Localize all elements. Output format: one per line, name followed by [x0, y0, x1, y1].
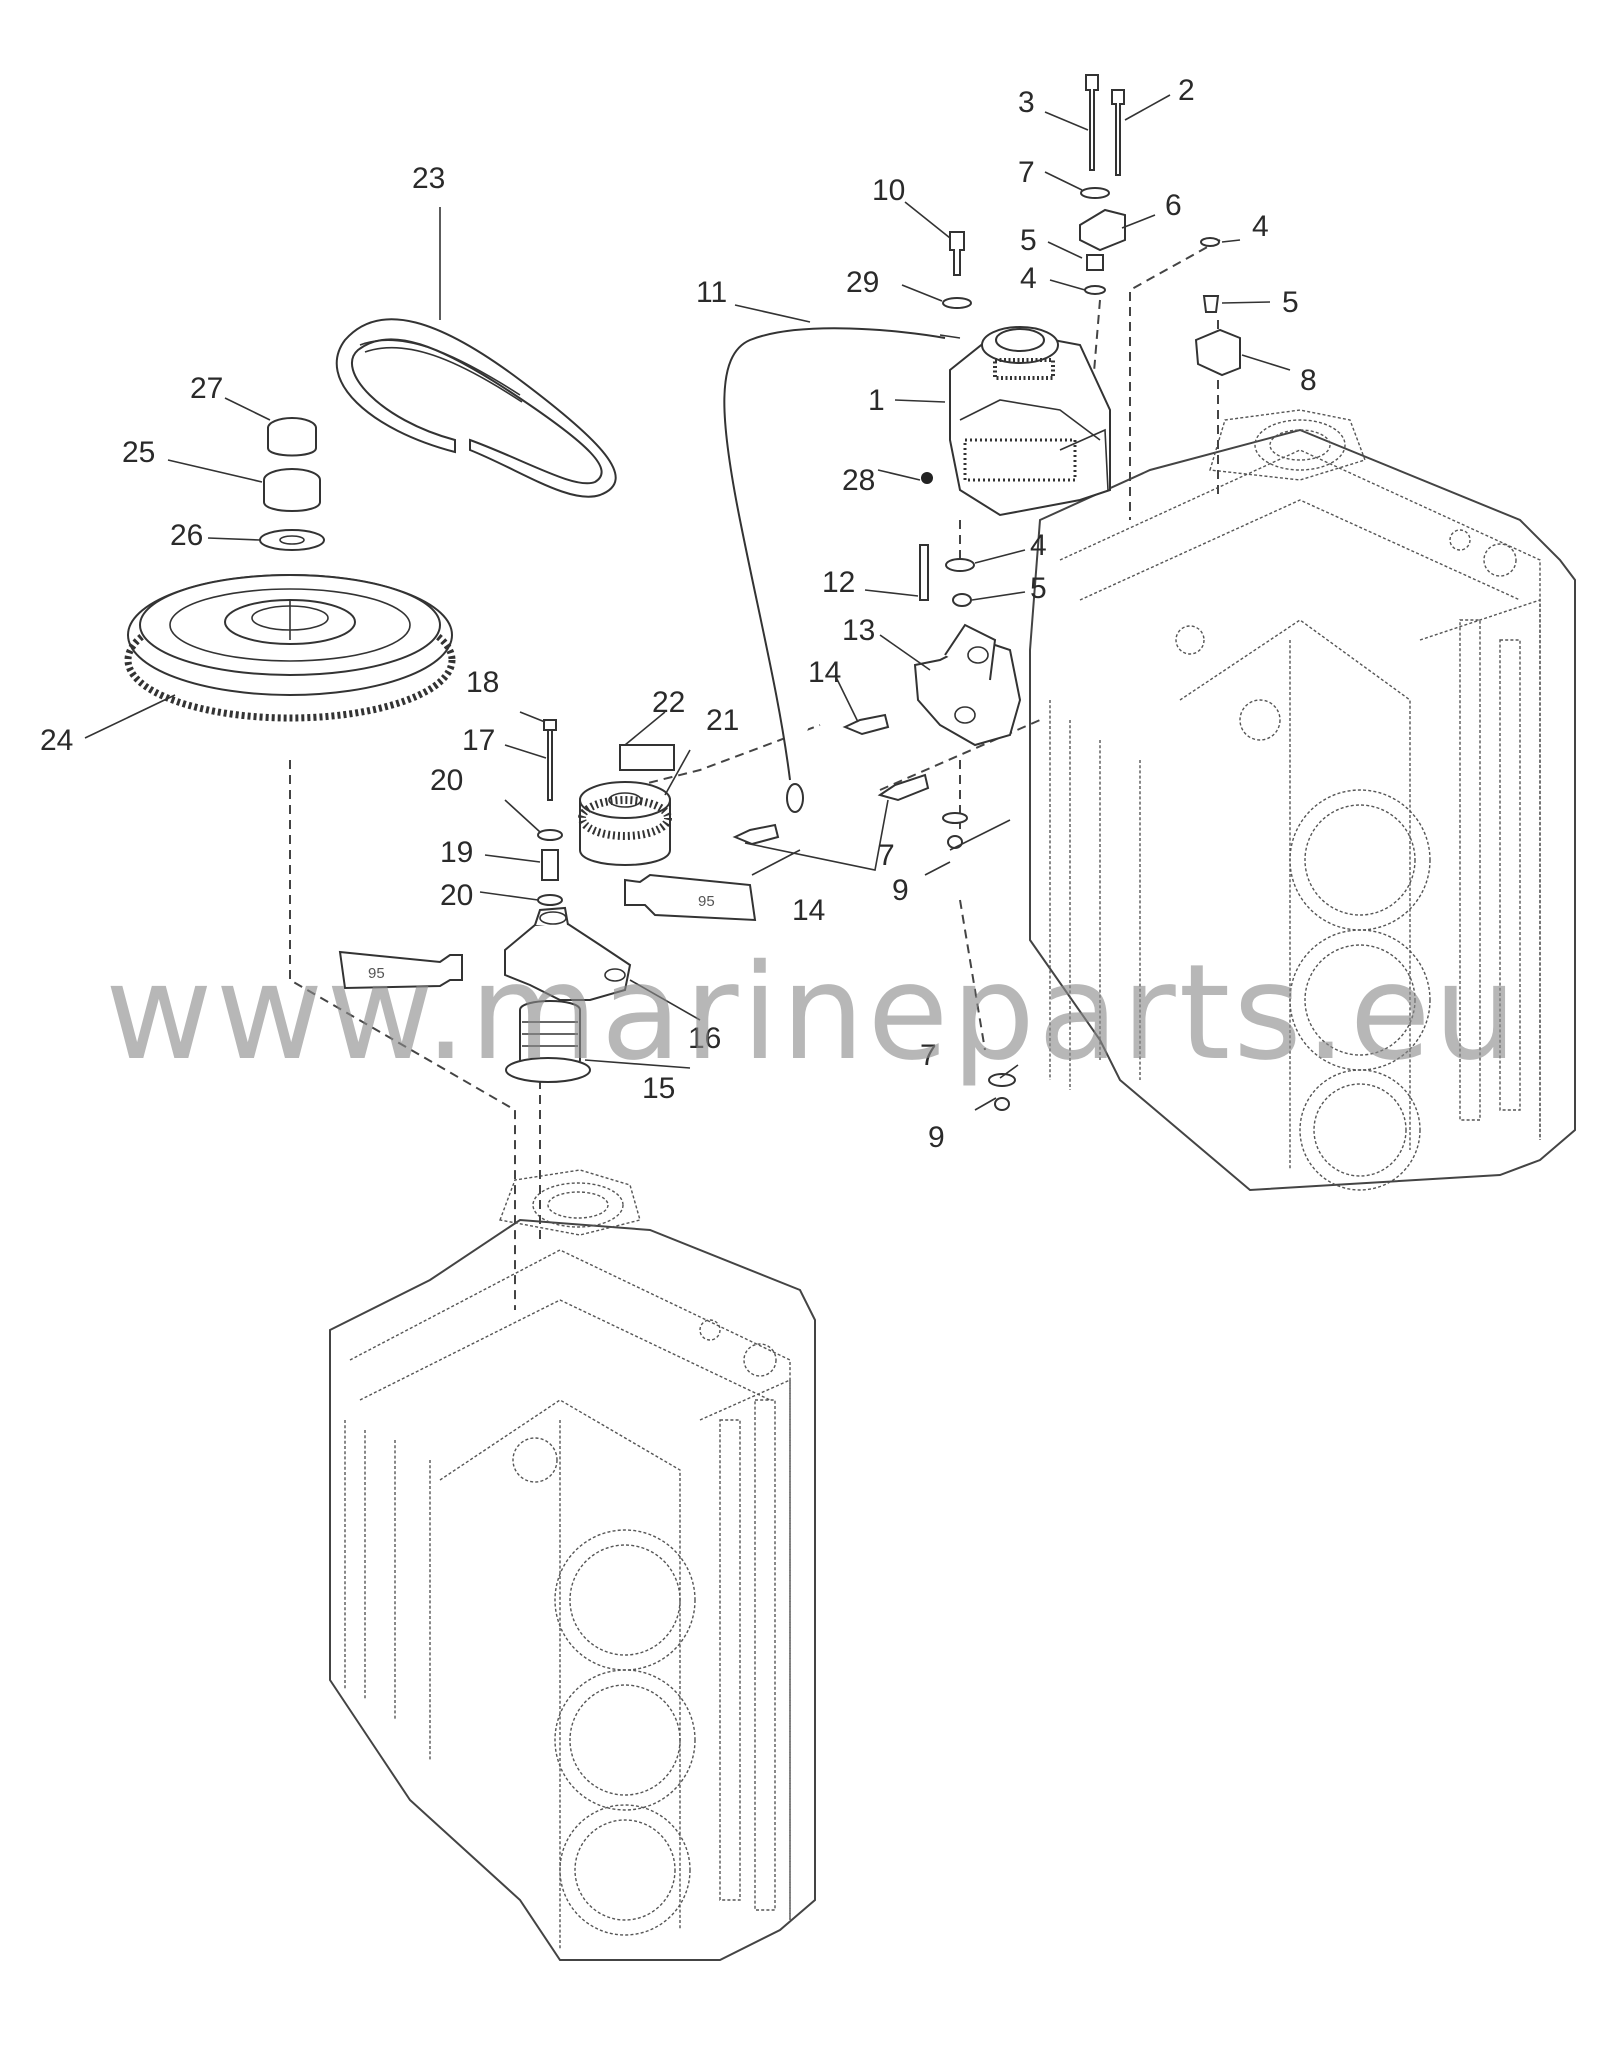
callout-13: 13	[842, 614, 875, 647]
callout-20-lower: 20	[440, 879, 473, 912]
callout-6: 6	[1165, 189, 1182, 222]
callout-5-lower: 5	[1030, 572, 1047, 605]
idler-assembly	[504, 719, 675, 1083]
callout-labels: 1 2 3 4 4 4 5 5 5 6 7 7 7 8 9 9 10 11 12…	[40, 74, 1317, 1154]
callout-14-lower: 14	[792, 894, 825, 927]
callout-17: 17	[462, 724, 495, 757]
tube-label-b: 95	[368, 965, 385, 982]
watermark-text: www.marineparts.eu	[105, 936, 1520, 1090]
callout-26: 26	[170, 519, 203, 552]
engine-block-lower	[329, 1169, 816, 1961]
callout-28: 28	[842, 464, 875, 497]
assembly-lines	[289, 239, 1221, 1310]
callout-12: 12	[822, 566, 855, 599]
callout-27: 27	[190, 372, 223, 405]
alternator	[921, 326, 1111, 517]
callout-14-upper: 14	[808, 656, 841, 689]
ground-cable	[723, 327, 961, 813]
callout-7-upper: 7	[1018, 156, 1035, 189]
callout-19: 19	[440, 836, 473, 869]
alternator-bracket	[732, 544, 1022, 1111]
callout-3: 3	[1018, 86, 1035, 119]
callout-21: 21	[706, 704, 739, 737]
callout-8: 8	[1300, 364, 1317, 397]
mounting-bolts	[942, 74, 1241, 377]
callout-25: 25	[122, 436, 155, 469]
callout-18: 18	[466, 666, 499, 699]
pulley-nut-stack	[259, 417, 325, 551]
flywheel	[124, 574, 456, 722]
callout-20-upper: 20	[430, 764, 463, 797]
callout-15: 15	[642, 1072, 675, 1105]
callout-5-upper: 5	[1020, 224, 1037, 257]
callout-4-right: 4	[1252, 210, 1269, 243]
callout-10: 10	[872, 174, 905, 207]
lubricant-tubes: 95 95	[338, 873, 757, 990]
callout-7-lower: 7	[920, 1039, 937, 1072]
callout-9-upper: 9	[892, 874, 909, 907]
callout-29: 29	[846, 266, 879, 299]
callout-7-middle: 7	[878, 839, 895, 872]
callout-9-lower: 9	[928, 1121, 945, 1154]
callout-1: 1	[868, 384, 885, 417]
callout-11: 11	[696, 276, 727, 309]
engine-block-upper	[1029, 409, 1576, 1192]
callout-2: 2	[1178, 74, 1195, 107]
callout-4-lower: 4	[1030, 529, 1047, 562]
tube-label-a: 95	[698, 893, 715, 910]
callout-24: 24	[40, 724, 73, 757]
leader-lines	[84, 94, 1291, 1111]
callout-16: 16	[688, 1022, 721, 1055]
callout-5-right: 5	[1282, 286, 1299, 319]
callout-4-upper: 4	[1020, 262, 1037, 295]
drive-belt	[335, 318, 617, 498]
callout-22: 22	[652, 686, 685, 719]
callout-23: 23	[412, 162, 445, 195]
